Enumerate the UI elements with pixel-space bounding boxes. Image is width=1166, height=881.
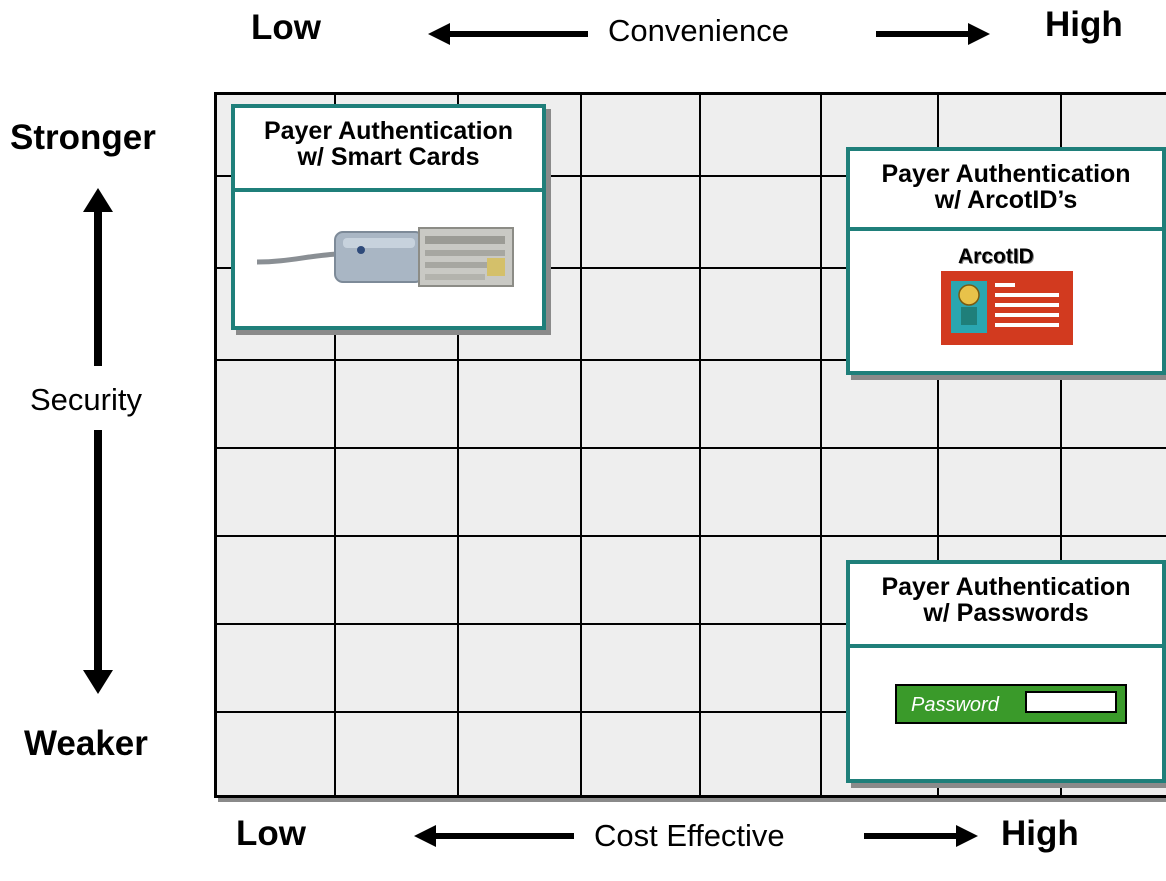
- passwords-card-title: Payer Authentication w/ Passwords: [850, 564, 1162, 648]
- arcotids-title-line2: w/ ArcotID’s: [934, 186, 1078, 214]
- id-card-icon: [941, 271, 1073, 345]
- passwords-title-line1: Payer Authentication: [881, 573, 1131, 601]
- arcotids-card: Payer Authentication w/ ArcotID’s ArcotI…: [846, 147, 1166, 375]
- security-stronger-label: Stronger: [10, 118, 156, 157]
- grid-line: [217, 359, 1166, 361]
- smart-cards-card: Payer Authentication w/ Smart Cards: [231, 104, 546, 330]
- grid-line: [699, 95, 701, 795]
- security-up-arrow-icon: [83, 188, 113, 366]
- grid-line: [217, 175, 1166, 177]
- grid-line: [820, 95, 822, 795]
- grid-line: [937, 95, 939, 795]
- arcotids-card-title: Payer Authentication w/ ArcotID’s: [850, 151, 1162, 231]
- password-input-box: [1025, 691, 1117, 713]
- arcotid-badge-title: ArcotID: [958, 245, 1034, 268]
- convenience-axis-label: Convenience: [608, 13, 789, 48]
- passwords-card: Payer Authentication w/ Passwords Passwo…: [846, 560, 1166, 783]
- smart-cards-title-line1: Payer Authentication: [263, 117, 514, 145]
- grid-line: [457, 95, 459, 795]
- cost-high-label: High: [1001, 814, 1079, 853]
- grid-line: [580, 95, 582, 795]
- grid-line: [217, 447, 1166, 449]
- convenience-left-arrow-icon: [428, 23, 588, 45]
- convenience-low-label: Low: [251, 8, 321, 47]
- passwords-title-line2: w/ Passwords: [923, 599, 1089, 627]
- grid-line: [217, 267, 1166, 269]
- smart-card-reader-icon: [257, 227, 514, 287]
- password-field-illustration: Password: [895, 684, 1127, 724]
- cost-right-arrow-icon: [864, 825, 978, 847]
- convenience-high-label: High: [1045, 5, 1123, 44]
- grid-line: [217, 623, 1166, 625]
- smart-cards-card-title: Payer Authentication w/ Smart Cards: [235, 108, 542, 192]
- grid-line: [1060, 95, 1062, 795]
- convenience-right-arrow-icon: [876, 23, 990, 45]
- grid-line: [217, 535, 1166, 537]
- cost-axis-label: Cost Effective: [594, 818, 785, 853]
- grid-line: [334, 95, 336, 795]
- security-down-arrow-icon: [83, 430, 113, 694]
- arcotids-title-line1: Payer Authentication: [881, 160, 1131, 188]
- cost-low-label: Low: [236, 814, 306, 853]
- cost-left-arrow-icon: [414, 825, 574, 847]
- grid-line: [217, 711, 1166, 713]
- password-field-label: Password: [911, 694, 999, 716]
- security-axis-label: Security: [30, 382, 142, 417]
- security-weaker-label: Weaker: [24, 724, 148, 763]
- smart-cards-title-line2: w/ Smart Cards: [297, 143, 480, 171]
